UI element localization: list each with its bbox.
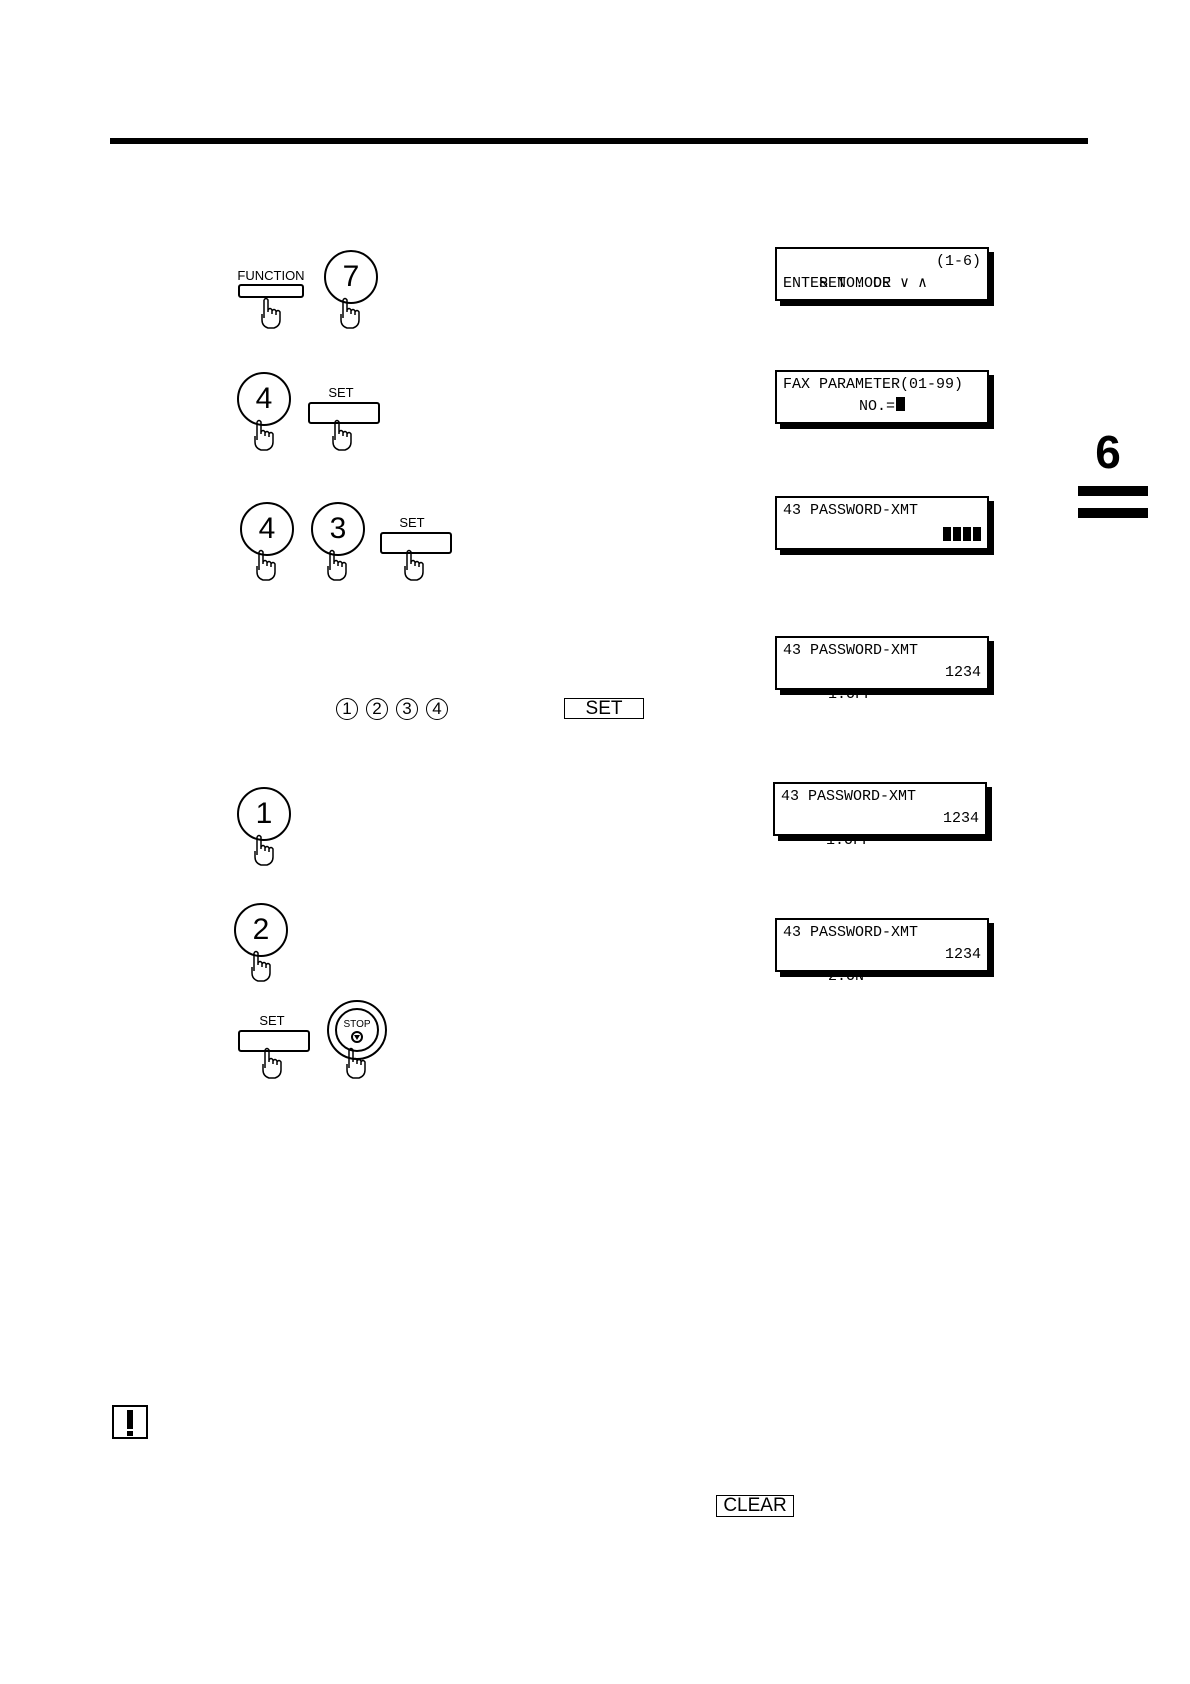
- set-key-label: SET: [399, 515, 425, 530]
- digit-key-1: 1: [336, 698, 358, 720]
- lcd-text-right: (1-6): [935, 253, 981, 270]
- lcd-line-1: FAX PARAMETER(01-99): [783, 376, 964, 393]
- four-key-body[interactable]: 4: [240, 502, 294, 556]
- lcd-password-off: 43 PASSWORD-XMT 1:OFF 1234: [773, 782, 987, 849]
- lcd-line-1: 43 PASSWORD-XMT: [781, 788, 917, 805]
- digit-key-3: 3: [396, 698, 418, 720]
- chapter-bar-bottom: [1078, 508, 1148, 518]
- lcd-text-right: 1234: [944, 946, 981, 963]
- lcd-password-on: 43 PASSWORD-XMT 2:ON 1234: [775, 918, 989, 985]
- lcd-password-entry: 43 PASSWORD-XMT: [775, 496, 989, 550]
- stop-icon: [351, 1031, 363, 1043]
- set-key-label: SET: [259, 1013, 285, 1028]
- finger-press-icon: [255, 296, 289, 330]
- finger-press-icon: [326, 418, 360, 452]
- lcd-set-mode: SET MODE (1-6) ENTER NO. OR ∨ ∧: [775, 247, 989, 301]
- three-key-body[interactable]: 3: [311, 502, 365, 556]
- lcd-cursor: [896, 397, 905, 411]
- set-key-body[interactable]: [238, 1030, 310, 1052]
- finger-press-icon: [398, 548, 432, 582]
- finger-press-icon: [340, 1046, 374, 1080]
- finger-press-icon: [248, 418, 282, 452]
- four-key-body[interactable]: 4: [237, 372, 291, 426]
- digit-key-2: 2: [366, 698, 388, 720]
- top-rule: [110, 138, 1088, 144]
- stop-key-label: STOP: [343, 1019, 371, 1030]
- chapter-bar-top: [1078, 486, 1148, 496]
- lcd-text: NO.=: [858, 398, 895, 415]
- inline-clear-key: CLEAR: [716, 1495, 794, 1517]
- function-key-label: FUNCTION: [237, 268, 305, 283]
- lcd-line-1: 43 PASSWORD-XMT: [783, 502, 919, 519]
- lcd-line-2: 1:OFF 1234: [783, 662, 981, 703]
- lcd-fax-parameter: FAX PARAMETER(01-99) NO.=: [775, 370, 989, 424]
- lcd-text-right: 1234: [942, 810, 979, 827]
- digit-key-4: 4: [426, 698, 448, 720]
- function-key-body[interactable]: [238, 284, 304, 298]
- finger-press-icon: [334, 296, 368, 330]
- lcd-line-1: 43 PASSWORD-XMT: [783, 642, 919, 659]
- lcd-text: 2:ON: [819, 968, 865, 985]
- set-key-body[interactable]: [380, 532, 452, 554]
- lcd-text-right: 1234: [944, 664, 981, 681]
- finger-press-icon: [321, 548, 355, 582]
- lcd-password-off: 43 PASSWORD-XMT 1:OFF 1234: [775, 636, 989, 703]
- finger-press-icon: [256, 1046, 290, 1080]
- set-key-label: SET: [328, 385, 354, 400]
- password-mask: [943, 527, 981, 541]
- stop-key-inner: STOP: [335, 1008, 379, 1052]
- two-key-body[interactable]: 2: [234, 903, 288, 957]
- finger-press-icon: [248, 833, 282, 867]
- set-key-body[interactable]: [308, 402, 380, 424]
- lcd-line-2: 2:ON 1234: [783, 944, 981, 985]
- one-key-body[interactable]: 1: [237, 787, 291, 841]
- inline-set-key: SET: [564, 698, 644, 719]
- seven-key-body[interactable]: 7: [324, 250, 378, 304]
- lcd-line-1: 43 PASSWORD-XMT: [783, 924, 919, 941]
- lcd-line-2: [783, 522, 981, 544]
- lcd-text: SET MODE: [819, 275, 892, 292]
- note-icon: [112, 1405, 148, 1439]
- lcd-line-2: ENTER NO. OR ∨ ∧: [783, 275, 928, 292]
- lcd-text: 1:OFF: [817, 832, 872, 849]
- finger-press-icon: [250, 548, 284, 582]
- lcd-line-1: SET MODE (1-6): [783, 251, 981, 292]
- finger-press-icon: [245, 949, 279, 983]
- lcd-text: 1:OFF: [819, 686, 874, 703]
- lcd-line-2: 1:OFF 1234: [781, 808, 979, 849]
- lcd-line-2: NO.=: [783, 396, 981, 418]
- chapter-number: 6: [1095, 426, 1121, 478]
